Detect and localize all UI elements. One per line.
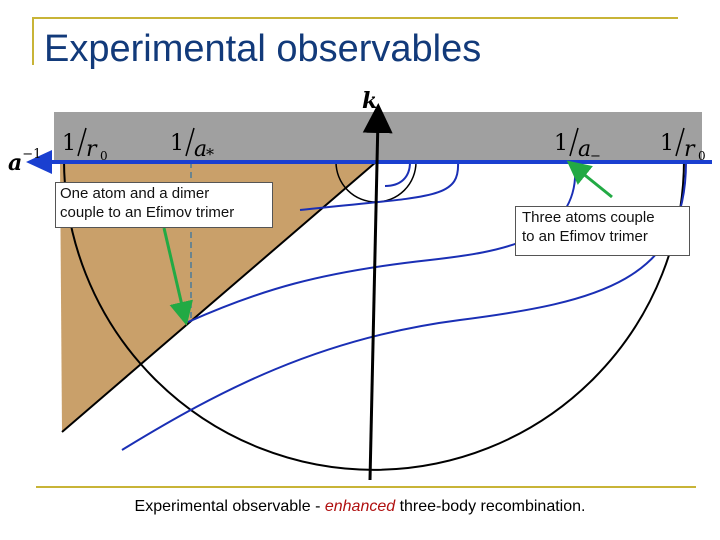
vertical-axis (362, 103, 393, 481)
slide-title: Experimental observables (44, 28, 482, 70)
tick-label-a-minus: 1 a − (554, 127, 601, 164)
atom-dimer-callout-line2: couple to an Efimov trimer (60, 204, 235, 221)
svg-text:r: r (684, 137, 696, 162)
efimov-diagram: k a−1 1 r 0 1 a * 1 a − 1 r 0 (8, 88, 712, 481)
svg-text:1: 1 (170, 131, 184, 156)
tick-label-a-star: 1 a * (170, 127, 214, 164)
slide-caption: Experimental observable - enhanced three… (0, 498, 720, 516)
caption-suffix: three-body recombination. (395, 498, 586, 515)
svg-text:1: 1 (62, 131, 76, 156)
three-atom-callout-line1: Three atoms couple (522, 209, 655, 226)
svg-text:1: 1 (554, 131, 568, 156)
vertical-axis-label: k (362, 88, 377, 114)
caption-emphasis: enhanced (324, 498, 396, 515)
bottom-gold-rule (36, 486, 696, 488)
svg-text:0: 0 (100, 149, 108, 163)
right-pointer-arrow (566, 160, 613, 199)
atom-dimer-callout-line1: One atom and a dimer (60, 185, 210, 202)
svg-text:*: * (206, 145, 214, 164)
trimer-curve-2 (299, 161, 460, 211)
svg-text:−: − (590, 149, 601, 164)
top-gold-rule (32, 17, 678, 19)
three-atom-callout-line2: to an Efimov trimer (522, 228, 648, 245)
trimer-curve-1 (384, 161, 411, 187)
left-gold-rule (32, 17, 34, 65)
three-atom-callout: Three atoms couple to an Efimov trimer (515, 206, 690, 256)
svg-text:1: 1 (660, 131, 674, 156)
caption-prefix: Experimental observable - (134, 498, 325, 515)
horizontal-axis-label: a−1 (8, 147, 41, 176)
hyperradius-arc (63, 159, 685, 471)
tick-label-r0-right: 1 r 0 (660, 127, 706, 163)
svg-text:a: a (578, 137, 591, 162)
svg-text:r: r (86, 137, 98, 162)
atom-dimer-callout: One atom and a dimer couple to an Efimov… (55, 182, 273, 228)
svg-text:a: a (194, 137, 207, 162)
tick-label-r0-left: 1 r 0 (62, 127, 108, 163)
horizontal-axis-arrowhead (26, 150, 52, 174)
svg-text:0: 0 (698, 149, 706, 163)
left-pointer-arrow (162, 227, 193, 326)
